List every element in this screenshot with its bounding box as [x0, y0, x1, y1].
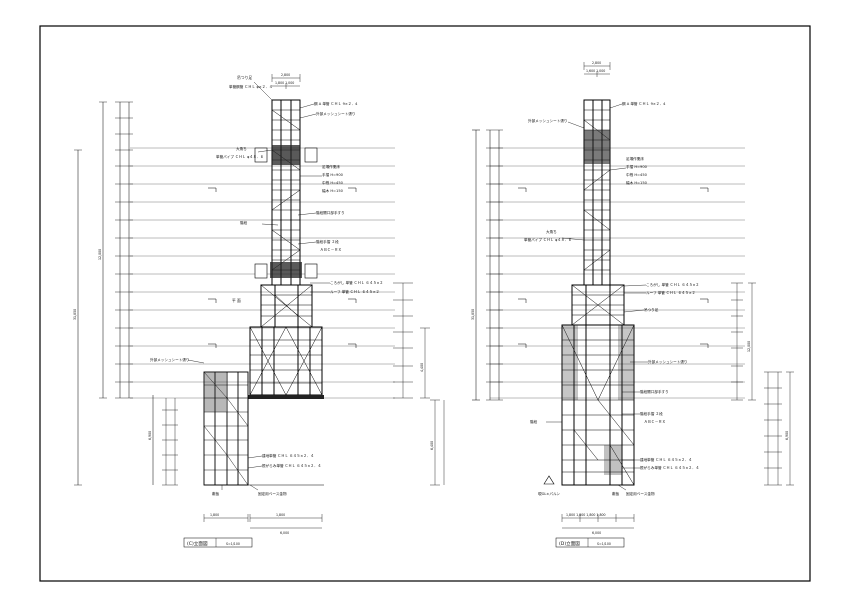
- left-title-box: [183, 537, 253, 548]
- label-brace1: 足場作業床: [322, 164, 340, 169]
- r-label-top-right: 鋼 A 単管 ＣＨＬ 9×２．4: [622, 101, 666, 106]
- gl-mark-icon: [543, 475, 555, 485]
- left-dim-chain: [77, 102, 154, 485]
- r-label-bottom4: 固定用ベース金物: [626, 491, 655, 496]
- left-tower-nodes: [270, 145, 302, 278]
- right-title-box: [555, 537, 625, 548]
- right-title: (D)立面図: [559, 540, 580, 547]
- left-dim-top2: 1,800 1,000: [275, 81, 294, 85]
- r-label-brace4: 幅木 H=150: [626, 180, 648, 185]
- label-bottom1: 建地単管 ＣＨＬ ６４５×２．４: [262, 453, 314, 458]
- r-label-mid1: 大角ち: [546, 229, 557, 234]
- right-dim-bottom1: 1,800 1,800 1,800 1,800: [566, 513, 606, 517]
- label-bottom4: 固定用ベース金物: [258, 491, 287, 496]
- label-tsuri: 吊つり足: [237, 75, 252, 80]
- right-dim-chain: [472, 129, 500, 401]
- label-stair1: 階段: [240, 220, 248, 225]
- label-mid1: 大角ち: [236, 146, 247, 151]
- label-stair4: ＡＢＣ－ＲＸ: [320, 248, 342, 252]
- left-dim-right-b: 6,400: [430, 441, 434, 450]
- r-label-stair3: 階段手摺 ２段: [640, 411, 663, 416]
- right-level-flags: [518, 187, 709, 348]
- label-top-right: 鋼 A 単管 ＣＨＬ 9×２．4: [314, 101, 358, 106]
- left-level-flags: [208, 187, 357, 348]
- label-stair3: 階段手摺 ２段: [316, 239, 339, 244]
- label-tsuri2: 単管鋼管 ＣＨＬ φ×２．４: [229, 84, 273, 89]
- r-label-gl: 現GL±パルン: [538, 491, 561, 496]
- label-stair2: 階段開口部手すり: [316, 210, 345, 215]
- left-leaders: [187, 81, 330, 491]
- r-label-tsuri: 吊つり足: [644, 307, 659, 312]
- right-dim-right-a: 12,000: [747, 341, 751, 352]
- r-label-stair4: ＡＢＣ－ＲＸ: [644, 420, 666, 424]
- left-dim-total: 31,850: [73, 309, 77, 320]
- r-label-brace3: 中桟 H=450: [626, 172, 648, 177]
- right-dim-top1: 2,800: [592, 61, 601, 65]
- right-dim-total: 31,850: [471, 309, 475, 320]
- left-dim-bottom1: 1,800: [210, 513, 219, 517]
- right-dim-bottom2: 6,000: [592, 531, 601, 535]
- left-dim-right-a: 4,400: [420, 363, 424, 372]
- r-label-bottom1: 建地単管 ＣＨＬ ６４５×２．４: [640, 457, 692, 462]
- label-mid2: 単管パイプ ＣＨＬ φ４８．６: [216, 154, 264, 159]
- right-level-lines: [490, 147, 745, 399]
- right-dim-top2: 1,600 1,000: [586, 69, 605, 73]
- r-label-bottom3: 敷板: [612, 491, 620, 496]
- r-label-kaba2: ルーフ 単管 ＣＨＬ ６４５×２: [646, 290, 695, 295]
- label-kaba: ころがし 単管 ＣＨＬ ６４５×２: [330, 280, 383, 285]
- label-brace3: 中桟 H=450: [322, 180, 344, 185]
- left-dim-bottom2: 1,800: [276, 513, 285, 517]
- right-right-dims: [731, 282, 794, 486]
- r-label-mesh-mid: 外部メッシュシート張り: [648, 359, 688, 364]
- right-tower-body: [561, 284, 635, 486]
- left-side-scaffold: [203, 371, 249, 486]
- label-brace2: 手摺 H=900: [322, 172, 344, 177]
- label-kaba2: ルーフ 単管 ＣＨＬ ６４５×２: [330, 289, 379, 294]
- r-label-stair2: 階段開口部手すり: [640, 389, 669, 394]
- r-label-stair1: 階段: [530, 419, 538, 424]
- left-dim-low: 6,900: [148, 431, 152, 440]
- r-label-kaba: ころがし 単管 ＣＨＬ ６４５×２: [646, 282, 699, 287]
- left-deck-beam: [248, 395, 324, 399]
- r-label-bottom2: 根がらみ単管 ＣＨＬ ６４５×２．４: [640, 465, 699, 470]
- r-label-brace2: 手摺 H=900: [626, 164, 648, 169]
- sheet-border: [39, 25, 811, 582]
- left-tower-upper: [271, 99, 301, 286]
- left-scale: S=1/100: [226, 542, 240, 546]
- label-bottom2: 根がらみ単管 ＣＨＬ ６４５×２．４: [262, 463, 321, 468]
- label-plan: 平 面: [232, 298, 241, 303]
- right-tower-node: [584, 130, 610, 164]
- left-tower-lower: [249, 326, 323, 396]
- r-label-mid2: 単管パイプ ＣＨＬ φ４８．６: [524, 237, 572, 242]
- r-label-mesh-top: 外部メッシュシート張り: [528, 118, 568, 123]
- left-tower-upper-rungs: [271, 109, 301, 271]
- left-dim-bottom3: 6,000: [280, 531, 289, 535]
- right-dim-right-b: 6,900: [785, 431, 789, 440]
- label-bottom3: 敷板: [212, 491, 220, 496]
- right-elevation: 31,850 12,000 6,900: [471, 61, 794, 548]
- label-brace4: 幅木 H=150: [322, 188, 344, 193]
- right-scale: S=1/100: [597, 542, 611, 546]
- left-dim-top1: 2,800: [281, 73, 290, 77]
- left-outriggers: [254, 147, 318, 279]
- left-dim-mid: 12,000: [98, 249, 102, 260]
- left-title: (C)立面図: [187, 540, 208, 547]
- right-tower-upper: [583, 99, 611, 286]
- r-label-brace1: 足場作業床: [626, 156, 644, 161]
- label-mesh-top: 外部メッシュシート張り: [316, 111, 356, 116]
- left-right-dims: [393, 282, 445, 486]
- label-mesh-left: 外部メッシュシート張り: [150, 357, 190, 362]
- right-leaders: [546, 103, 648, 491]
- left-elevation: 31,850 12,000 6,900 4,400 6,400: [73, 73, 445, 548]
